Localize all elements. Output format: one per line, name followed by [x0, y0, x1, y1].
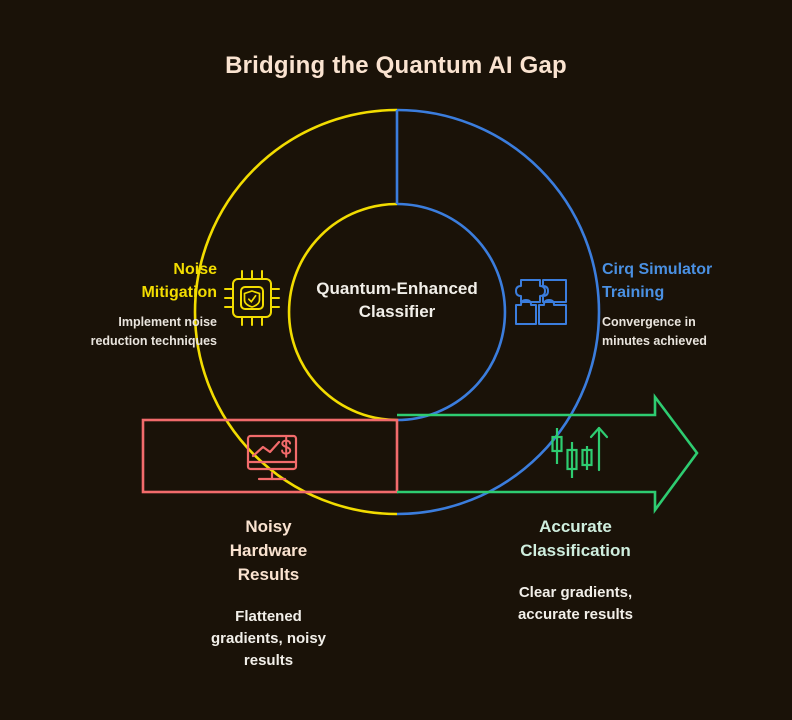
candlestick-uptrend-icon — [551, 426, 609, 478]
outcome-noisy-hardware-results: Noisy Hardware Results Flattened gradien… — [161, 515, 376, 672]
side-heading-line1: Noise — [173, 261, 217, 278]
outcome-title-noisy-hardware-results: Noisy Hardware Results — [161, 515, 376, 587]
side-heading-line1: Cirq Simulator — [602, 261, 713, 278]
puzzle-icon — [515, 279, 567, 325]
inner-arc-right-blue — [396, 202, 507, 422]
outcome-title-line1: Noisy — [245, 517, 292, 536]
chip-shield-icon — [224, 270, 280, 326]
side-description-cirq-simulator-training: Convergence in minutes achieved — [602, 313, 787, 349]
side-description-line2: reduction techniques — [90, 333, 217, 348]
side-description-noise-mitigation: Implement noise reduction techniques — [32, 313, 217, 349]
side-heading-line2: Mitigation — [141, 284, 217, 302]
side-heading-noise-mitigation: Noise Mitigation — [32, 258, 217, 304]
outcome-description-line1: Flattened — [235, 608, 302, 626]
outcome-description-accurate-classification: Clear gradients, accurate results — [468, 582, 683, 626]
page-title: Bridging the Quantum AI Gap — [225, 52, 567, 79]
outcome-accurate-classification: Accurate Classification Clear gradients,… — [468, 515, 683, 626]
outcome-title-line1: Accurate — [539, 517, 612, 536]
outcome-title-line2: Classification — [520, 541, 631, 561]
outcome-description-line2: gradients, noisy — [210, 630, 327, 648]
outer-arc-left-yellow — [193, 108, 398, 516]
side-heading-line2: Training — [602, 284, 665, 302]
outcome-description-noisy-hardware-results: Flattened gradients, noisy results — [161, 606, 376, 671]
side-description-line2: minutes achieved — [602, 333, 707, 348]
inner-arc-left-yellow — [287, 202, 398, 422]
outcome-description-line2: accurate results — [517, 606, 634, 623]
accurate-results-arrow — [397, 393, 699, 514]
ring-center-label: Quantum-Enhanced Classifier — [287, 278, 507, 323]
ring-center-label-line1: Quantum-Enhanced — [316, 279, 478, 298]
outcome-description-line3: results — [243, 651, 294, 669]
ring-center-label-line2: Classifier — [358, 301, 436, 321]
monitor-chart-dollar-icon — [246, 434, 298, 481]
outcome-title-accurate-classification: Accurate Classification — [468, 515, 683, 563]
side-description-line1: Implement noise — [118, 315, 217, 330]
side-block-cirq-simulator-training: Cirq Simulator Training Convergence in m… — [602, 258, 787, 350]
side-heading-cirq-simulator-training: Cirq Simulator Training — [602, 258, 787, 304]
noisy-results-box — [141, 418, 399, 494]
outcome-description-line1: Clear gradients, — [518, 584, 633, 602]
outcome-title-line3: Results — [237, 565, 300, 585]
side-block-noise-mitigation: Noise Mitigation Implement noise reducti… — [32, 258, 217, 350]
outer-arc-right-blue — [396, 108, 601, 516]
outcome-title-line2: Hardware — [229, 541, 308, 561]
side-description-line1: Convergence in — [602, 315, 696, 330]
